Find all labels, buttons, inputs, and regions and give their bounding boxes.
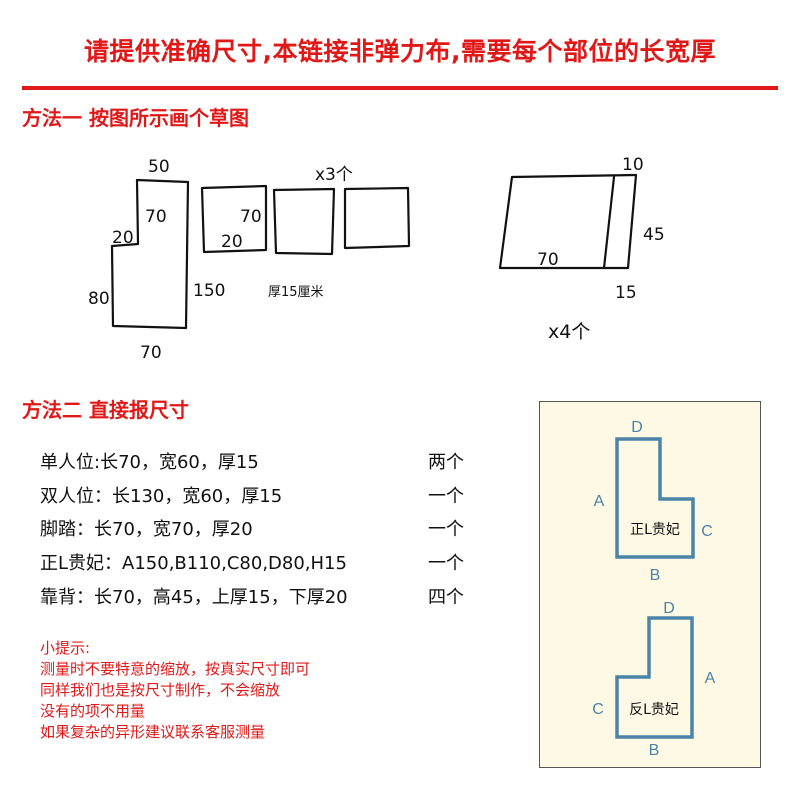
label-back-count: x4个 bbox=[548, 321, 590, 343]
label-back-top: 10 bbox=[622, 155, 644, 175]
backrest-front bbox=[498, 173, 638, 270]
seat-cushion-3 bbox=[343, 186, 411, 250]
spec-row-ottoman: 脚踏：长70，宽70，厚20 bbox=[40, 519, 253, 540]
lower-label-b: B bbox=[649, 742, 660, 759]
label-seat-count: x3个 bbox=[315, 165, 353, 185]
tips-line: 没有的项不用量 bbox=[40, 702, 146, 720]
spec-row-chaise: 正L贵妃：A150,B110,C80,D80,H15 bbox=[40, 553, 347, 574]
spec-qty-double: 一个 bbox=[428, 486, 464, 507]
lower-label-d: D bbox=[663, 600, 675, 617]
label-back-height2: 45 bbox=[643, 225, 665, 245]
chaise-diagrams: D A C B D A C B 正L贵妃 反L贵妃 bbox=[592, 419, 716, 759]
spec-row-single: 单人位:长70，宽60，厚15 bbox=[40, 452, 259, 473]
tips-line: 如果复杂的异形建议联系客服测量 bbox=[40, 723, 266, 741]
spec-row-backrest: 靠背：长70，高45，上厚15，下厚20 bbox=[40, 587, 348, 608]
lower-label-a: A bbox=[705, 670, 716, 687]
lower-label-c: C bbox=[592, 701, 604, 718]
upper-label-a: A bbox=[594, 493, 605, 510]
label-back-bottom: 15 bbox=[615, 283, 637, 303]
chaise-diagram-panel: D A C B D A C B 正L贵妃 反L贵妃 bbox=[539, 401, 761, 768]
spec-qty-ottoman: 一个 bbox=[428, 519, 464, 540]
label-top-width: 50 bbox=[148, 157, 170, 177]
label-right-height: 150 bbox=[193, 281, 225, 301]
tips-title: 小提示: bbox=[40, 639, 91, 657]
spec-qty-chaise: 一个 bbox=[428, 553, 464, 574]
method-two-title: 方法二 直接报尺寸 bbox=[22, 398, 189, 422]
backrest-side bbox=[602, 175, 616, 270]
upper-l-shape bbox=[615, 437, 695, 559]
chaise-outline bbox=[110, 178, 190, 330]
seat-cushion-1 bbox=[200, 184, 268, 254]
tips-line: 同样我们也是按尺寸制作，不会缩放 bbox=[40, 681, 281, 699]
tips-line: 测量时不要特意的缩放，按真实尺寸即可 bbox=[40, 660, 311, 678]
hand-sketch: 50 70 20 80 150 70 70 20 x3个 厚15厘米 10 45… bbox=[88, 155, 665, 363]
label-bottom-width: 70 bbox=[140, 343, 162, 363]
label-back-length: 70 bbox=[537, 250, 559, 270]
lower-shape-name: 反L贵妃 bbox=[629, 702, 679, 718]
headline: 请提供准确尺寸,本链接非弹力布,需要每个部位的长宽厚 bbox=[84, 37, 716, 66]
spec-row-double: 双人位：长130，宽60，厚15 bbox=[40, 486, 283, 507]
label-seat-length: 70 bbox=[240, 207, 262, 227]
label-left-height: 80 bbox=[88, 289, 110, 309]
spec-qty-backrest: 四个 bbox=[428, 587, 464, 608]
label-step: 20 bbox=[112, 228, 134, 248]
red-divider bbox=[22, 86, 778, 90]
upper-shape-name: 正L贵妃 bbox=[630, 522, 680, 538]
upper-label-d: D bbox=[631, 419, 643, 436]
seat-cushion-2 bbox=[272, 187, 336, 256]
spec-qty-single: 两个 bbox=[428, 452, 464, 473]
lower-l-shape bbox=[615, 616, 694, 739]
tips-block: 小提示: 测量时不要特意的缩放，按真实尺寸即可 同样我们也是按尺寸制作，不会缩放… bbox=[40, 638, 310, 743]
upper-label-b: B bbox=[650, 567, 661, 584]
label-seat-thickness: 厚15厘米 bbox=[268, 285, 324, 300]
upper-label-c: C bbox=[701, 523, 713, 540]
method-one-title: 方法一 按图所示画个草图 bbox=[22, 106, 249, 130]
label-seat-width: 20 bbox=[221, 232, 243, 252]
label-back-height: 70 bbox=[145, 207, 167, 227]
